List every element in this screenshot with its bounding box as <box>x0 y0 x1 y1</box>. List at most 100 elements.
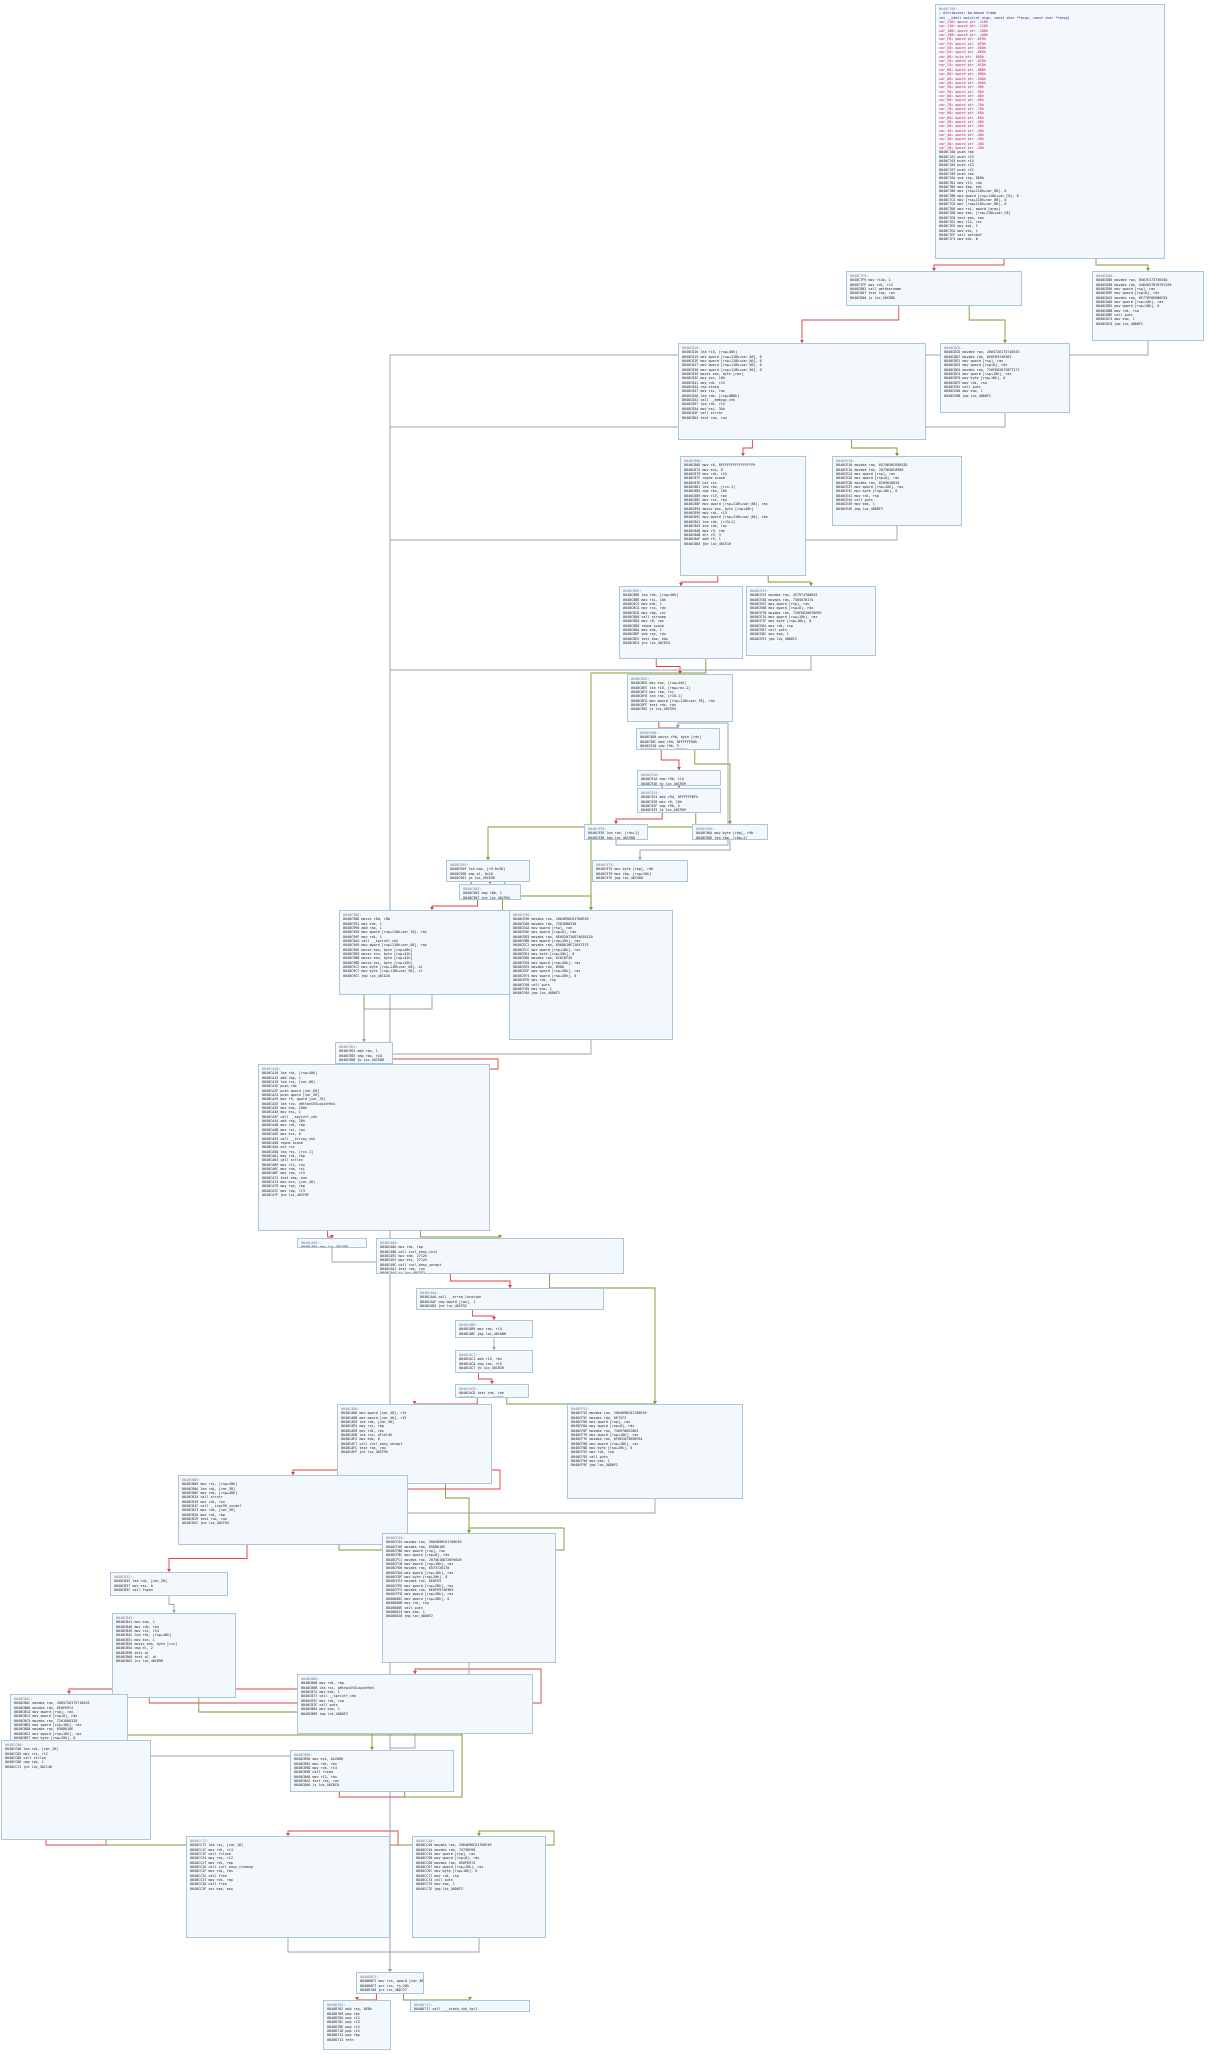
asm-line: 0040CC54 mov qword [rsp], rax <box>416 1852 476 1857</box>
edge-arrowhead <box>653 1401 657 1404</box>
asm-line: 0040CA61 mov rdi, rbp <box>262 1153 305 1158</box>
asm-line: 0040C8AB shr r9, 3 <box>684 532 721 537</box>
asm-line: 0040CB56 movzx edx, byte [rcx] <box>116 1642 178 1647</box>
code-block-n10[interactable]: 0040C8EA:0040C8EA mov eax, [rsp+44h]0040… <box>627 674 733 722</box>
code-block-n20[interactable]: 0040CE96:0040CE96 movabs rax, 2064696C61… <box>509 910 673 1040</box>
block-address-label: 0040C7A0: <box>939 7 958 11</box>
code-block-n40[interactable]: 0040CC40:0040CC40 movabs rax, 2064696C61… <box>412 1836 546 1938</box>
edge-arrowhead <box>467 1530 471 1533</box>
code-block-n23[interactable]: 0040CA85:0040CA85 jmp loc_40CA80 <box>297 1238 367 1248</box>
asm-line: 0040CA92 mov edx, 2712h <box>380 1254 427 1259</box>
asm-line: 0040CEF4 mov qword [rsp+38h], 0 <box>513 973 577 978</box>
edge-arrowhead <box>477 1833 481 1836</box>
asm-line: 0040CDF4 mov qword [rsp+10h], rax <box>944 372 1012 377</box>
code-block-n7[interactable]: 0040CE10:0040CE10 movabs rax, 6574656C65… <box>832 456 962 526</box>
asm-line: 0040C99F mov rdi, 1 <box>343 934 382 939</box>
asm-line: var_48= qword ptr -48h <box>939 128 984 133</box>
asm-line: 0040CAC1 add r15, rbx <box>459 1357 502 1362</box>
code-block-n30[interactable]: 0040CF52:0040CF52 movabs rax, 2064696C61… <box>567 1404 743 1499</box>
asm-line: 0040CE0B jmp loc_40D6F2 <box>944 393 991 398</box>
asm-line: 0040CC4A movabs rdx, 74736F68 <box>416 1847 476 1852</box>
code-block-n5[interactable]: 0040CDCD:0040CDCD movabs rax, 2065726175… <box>940 343 1070 413</box>
asm-line: 0040C959 lea eax, [r9-0x30] <box>450 867 506 872</box>
code-block-n11[interactable]: 0040C908:0040C908 movzx r9d, byte [rdx]0… <box>636 728 720 750</box>
asm-line: 0040CC0D cmp rax, 1 <box>5 1760 44 1765</box>
code-block-n41[interactable]: 0040D6F2:0040D6F2 mov rcx, qword [var_38… <box>356 1972 424 1994</box>
asm-line: 0040CEAE mov qword [rsp+8], rdx <box>513 930 577 935</box>
asm-line: 0040C7F4 mov edi, 0 <box>939 237 978 242</box>
asm-line: 0040CB0A lea rdi, [var_38] <box>182 1486 236 1491</box>
asm-line: 0040D717 call ___stack_chk_fail <box>414 2007 478 2012</box>
asm-line: var_90= qword ptr -90h <box>939 89 984 94</box>
asm-line: 0040CC3A call free <box>190 1882 227 1887</box>
asm-line: 0040CEAA mov qword [rsp], rax <box>513 926 573 931</box>
code-block-n43[interactable]: 0040D717:0040D717 call ___stack_chk_fail <box>410 2000 530 2012</box>
asm-line: 0040CC74 call puts <box>416 1878 453 1883</box>
code-block-n6[interactable]: 0040C86D:0040C86D mov r8, 0FFFFFFFFFFFFF… <box>680 456 806 576</box>
code-block-n33[interactable]: 0040CB32:0040CB32 lea rdi, [var_28]0040C… <box>110 1572 228 1596</box>
code-block-n16[interactable]: 0040C959:0040C959 lea eax, [r9-0x30]0040… <box>446 860 530 882</box>
edge-arrowhead <box>589 907 593 910</box>
code-block-n14[interactable]: 0040C939:0040C939 lea rdx, [rdx+1]0040C9… <box>584 824 648 840</box>
asm-line: 0040C8A8 mov r9, rdx <box>684 528 725 533</box>
code-block-n32[interactable]: 0040CFA4:0040CFA4 movabs rax, 2064696C61… <box>382 1533 556 1663</box>
asm-line: 0040CA8D call curl_easy_init <box>380 1249 438 1254</box>
block-address-label: 0040CA85: <box>301 1241 320 1245</box>
flow-edge-n31-n32 <box>338 1527 565 1551</box>
asm-line: 0040C7A3 push r14 <box>939 159 974 164</box>
asm-line: 0040CBA6 jz loc_40CBC0 <box>294 1783 339 1788</box>
asm-line: 0040CC11 jne loc_40CC40 <box>5 1764 52 1769</box>
asm-line: 0040CAD6 mov qword [var_48], r14 <box>341 1411 407 1416</box>
asm-line: 0040C9C2 mov byte [rsp+118h+var_60], al <box>343 965 423 970</box>
block-address-label: 0040CA8A: <box>380 1241 399 1245</box>
edge-arrowhead <box>362 1039 366 1042</box>
asm-line: 0040CE06 mov eax, 1 <box>944 389 983 394</box>
asm-line: 0040C9CC jmp loc_40CA10 <box>343 973 390 978</box>
code-block-n31[interactable]: 0040CB05:0040CB05 mov rsi, [rsp+40h]0040… <box>178 1475 408 1545</box>
asm-line: 0040CE96 movabs rax, 2064696C61766E49 <box>513 917 589 922</box>
code-block-n9[interactable]: 0040CE53:0040CE53 movabs rax, 2E7974706D… <box>746 586 876 656</box>
asm-line: 0040CE49 mov eax, 1 <box>836 502 875 507</box>
block-address-label: 0040CB32: <box>114 1575 133 1579</box>
code-block-n8[interactable]: 0040C8B9:0040C8B9 lea rdx, [rsp+40h]0040… <box>619 586 743 659</box>
code-block-n37[interactable]: 0040CBAC:0040CBAC movabs rax, 2065726175… <box>10 1694 128 1742</box>
code-block-n39[interactable]: 0040CC17:0040CC17 lea rsi, [var_18]0040C… <box>186 1836 390 1938</box>
asm-line: 0040CF92 mov rdi, rsp <box>571 1450 614 1455</box>
asm-line: 0040CB68 mov rdi, rbp <box>301 1681 344 1686</box>
asm-line: var_38= qword ptr -38h <box>939 137 984 142</box>
asm-line: 0040CB84 mov eax, 1 <box>301 1707 340 1712</box>
asm-line: 0040C987 jne loc_40C994 <box>463 895 510 900</box>
code-block-n3[interactable]: 0040CD86:0040CD86 movabs rax, 6567617373… <box>1092 271 1204 341</box>
block-address-label: 0040C9D1: <box>339 1045 358 1049</box>
asm-line: 0040CA69 mov r12, rax <box>262 1162 305 1167</box>
asm-line: 0040CBE2 mov qword [rsp+18h], rax <box>14 1731 82 1736</box>
code-block-n38[interactable]: 0040CC00:0040CC00 lea rdi, [var_20]0040C… <box>1 1740 151 1840</box>
block-address-label: 0040C908: <box>640 731 659 735</box>
code-block-n29[interactable]: 0040CAD6:0040CAD6 mov qword [var_48], r1… <box>337 1404 492 1484</box>
asm-line: 0040CB9B call fread <box>294 1770 333 1775</box>
asm-line: var_C0= qword ptr -0C0h <box>939 63 986 68</box>
code-block-n4[interactable]: 0040C810:0040C810 lea r15, [rsp+40h]0040… <box>678 343 926 440</box>
code-block-n22[interactable]: 0040CA10:0040CA10 lea rdi, [rsp+40h]0040… <box>258 1064 490 1231</box>
asm-line: 0040CAFF jne loc_40CF95 <box>341 1450 388 1455</box>
asm-line: var_40= qword ptr -40h <box>939 132 984 137</box>
asm-line: 0040C96E lea rbp, [rbp+1] <box>696 835 748 840</box>
